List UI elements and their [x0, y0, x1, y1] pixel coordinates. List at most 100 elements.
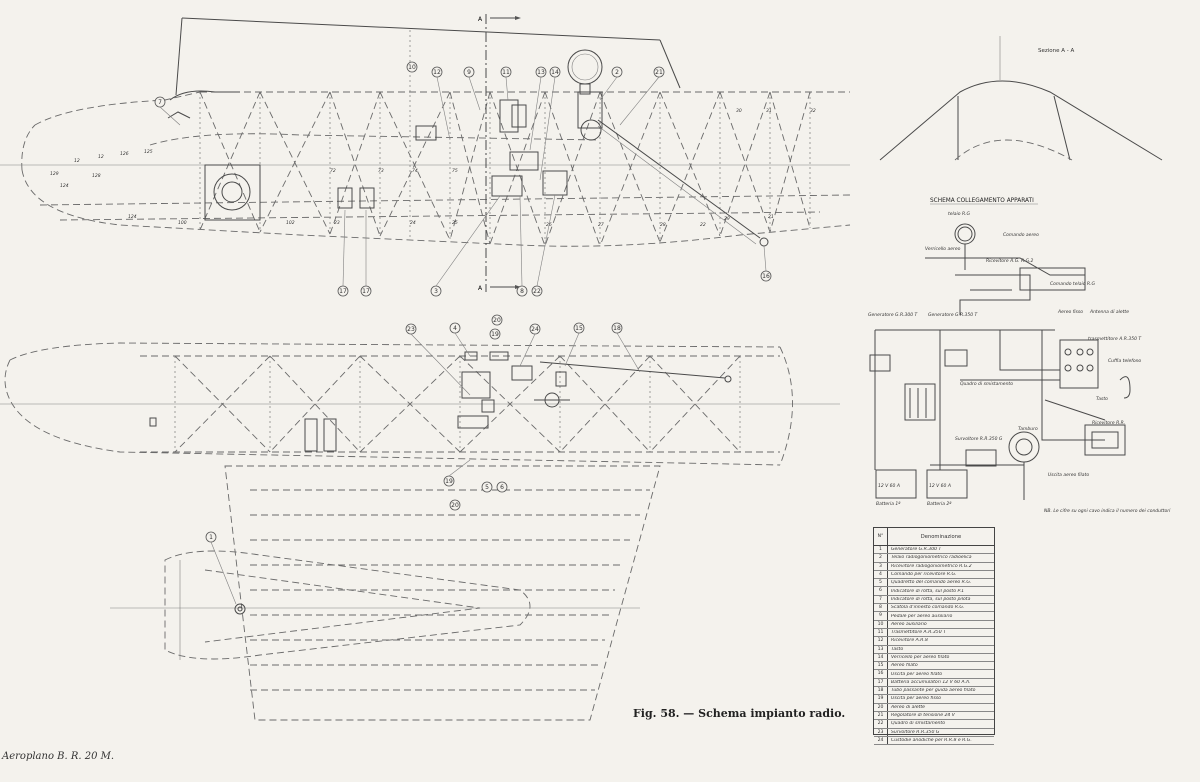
label-comando-telaio: Comando telaio R.G [1050, 281, 1095, 287]
svg-text:19: 19 [445, 478, 453, 485]
legend-row-name: Indicatore di rotta, sul posto pilota [891, 596, 971, 602]
label-telaio: telaio R.G [948, 211, 971, 217]
frame-label: 30 [736, 108, 742, 114]
frame-label: 126 [120, 151, 129, 157]
frame-label: 74 [412, 168, 418, 174]
svg-text:5: 5 [485, 484, 489, 491]
frame-label: 28 [660, 222, 666, 228]
legend-row-name: Aereo di alette [891, 704, 925, 710]
legend-row-number: 6 [874, 587, 888, 595]
legend-row-name: Batteria accumulatori 12 V 60 A.h. [891, 679, 971, 685]
legend-row-number: 24 [874, 736, 888, 745]
legend-row-number: 1 [874, 546, 888, 554]
side-view: A A 129 124 12 12 126 125 128 124 72 73 … [0, 14, 851, 297]
svg-text:19: 19 [491, 331, 499, 338]
frame-label: 73 [378, 168, 384, 174]
frame-label: 128 [92, 173, 101, 179]
frame-label: 12 [98, 154, 104, 160]
plan-view: 23 4 20 19 24 15 18 19 5 6 20 1 [0, 314, 840, 721]
frame-label: 100 [178, 220, 187, 226]
legend-header: N° Denominazione [874, 528, 994, 546]
label-nb: NB. Le cifre su ogni cavo indica il nume… [1044, 508, 1171, 514]
svg-text:8: 8 [520, 288, 524, 295]
callout-side-8: 8 [516, 285, 528, 297]
callout-side-3: 3 [430, 285, 442, 297]
legend-row-name: Quadretto del comando aereo R.G. [891, 580, 972, 586]
frame-label: 23 [334, 220, 340, 226]
callout-side-11: 11 [500, 66, 512, 78]
label-batteria-1: Batteria 1ª [876, 501, 900, 507]
frame-label: 27 [598, 222, 604, 228]
legend-row-name: Aereo filato [891, 663, 918, 669]
schematic-title: SCHEMA COLLEGAMENTO APPARATI [930, 198, 1034, 204]
label-ricevitore: Ricevitore A.G. R.G.2 [986, 258, 1034, 264]
callout-plan-6: 6 [496, 481, 508, 493]
svg-text:24: 24 [531, 326, 539, 333]
legend-row-name: Uscita per aereo filato [891, 671, 943, 677]
legend-row-name: Telaio radiogoniometrico radioelica [891, 555, 972, 561]
legend-row-name: Scatola d'innesto comando R.G. [891, 605, 965, 611]
frame-label: 129 [50, 171, 59, 177]
frame-label: 21 [768, 214, 774, 220]
frame-label: 72 [330, 168, 336, 174]
svg-text:21: 21 [655, 69, 663, 76]
legend-row-number: 14 [874, 653, 888, 662]
legend-row-name: Trasmettitore A.R.350 T [891, 630, 946, 636]
legend-row-name: Custodie anodiche per R.R.8 e R.G. [891, 737, 972, 743]
svg-text:17: 17 [362, 288, 370, 295]
label-antenna: Antenna di alette [1089, 309, 1129, 315]
legend-row-name: Uscita per aereo fisso [891, 696, 941, 702]
svg-text:9: 9 [467, 69, 471, 76]
label-quadro: Quadro di smistamento [960, 381, 1013, 387]
frame-label: 32 [810, 108, 816, 114]
legend-row-number: 16 [874, 670, 888, 678]
label-tamburo: Tamburo [1018, 426, 1038, 432]
label-batteria-2: Batteria 2ª [927, 501, 951, 507]
svg-text:7: 7 [158, 99, 162, 106]
legend-row-number: 4 [874, 570, 888, 579]
legend-row-number: 13 [874, 645, 888, 653]
label-ricevitore-2: Ricevitore R.R. [1092, 420, 1125, 426]
callout-plan-19: 19 [489, 328, 501, 340]
svg-text:10: 10 [408, 64, 416, 71]
legend-row-number: 23 [874, 728, 888, 736]
frame-label: 31 [766, 108, 772, 114]
section-mark-bottom: A [478, 285, 483, 292]
label-verricello: Verricello aereo [925, 246, 961, 252]
frame-label: 22 [700, 222, 706, 228]
callout-plan-4: 4 [449, 322, 461, 334]
footer-caption: Aeroplano B. R. 20 M. [2, 751, 115, 762]
legend-row-name: Regolatore di tensione 24 V [891, 713, 955, 719]
callout-side-17b: 17 [360, 285, 372, 297]
callout-tail-1: 1 [205, 531, 217, 543]
callout-side-10: 10 [406, 61, 418, 73]
callout-plan-20: 20 [491, 314, 503, 326]
legend-row-number: 2 [874, 554, 888, 562]
svg-text:1: 1 [209, 534, 213, 541]
label-aereo-fisso: Aereo fisso [1057, 309, 1083, 315]
legend-col-name: Denominazione [920, 533, 962, 540]
label-accum-1: 12 V 60 A [878, 483, 900, 489]
legend-row-name: Quadro di smistamento [891, 721, 946, 727]
label-generatore-1: Generatore G.R.300 T [868, 312, 919, 318]
legend-row-number: 22 [874, 720, 888, 728]
legend-row-number: 20 [874, 703, 888, 711]
callout-plan-24: 24 [529, 323, 541, 335]
svg-text:11: 11 [502, 69, 510, 76]
legend-row-name: Ricevitore radiogoniometrico R.G.2 [891, 563, 972, 569]
